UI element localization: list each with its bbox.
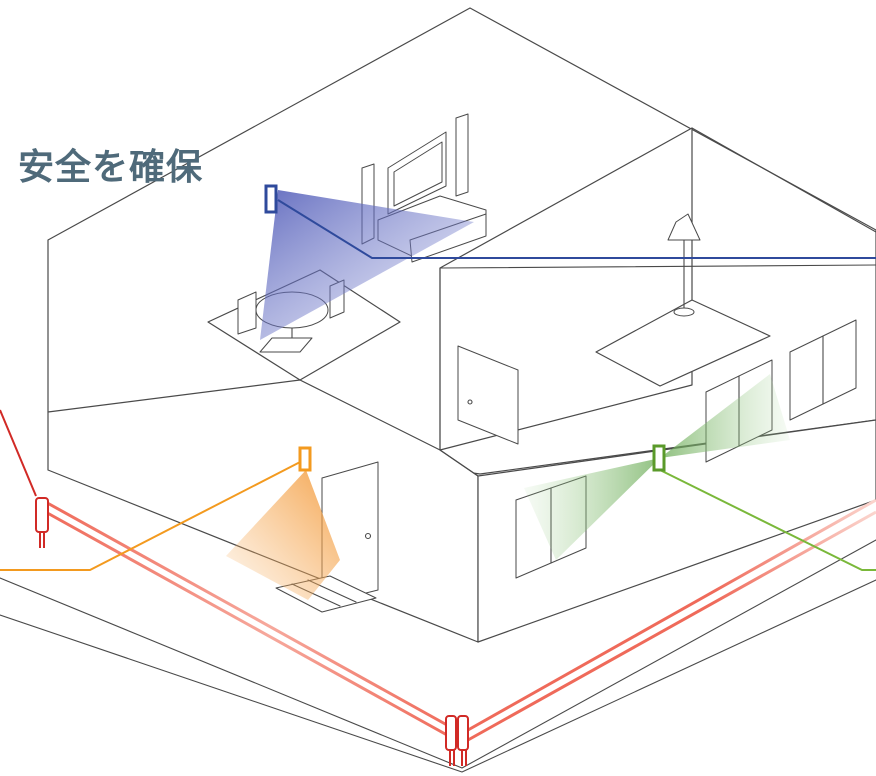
entrance-sensor-coverage bbox=[226, 470, 340, 600]
inner-door bbox=[457, 345, 519, 445]
window-sensor-icon bbox=[652, 444, 666, 472]
window-sensor-coverage-right bbox=[660, 374, 790, 458]
ground-lines bbox=[0, 539, 876, 773]
page-title: 安全を確保 bbox=[18, 147, 204, 188]
beam-post-corner-icon bbox=[445, 715, 469, 766]
indoor-sensor-line bbox=[277, 199, 876, 259]
indoor-sensor-coverage bbox=[260, 190, 474, 340]
indoor-motion-sensor-icon bbox=[264, 184, 278, 214]
entrance-sensor-icon bbox=[298, 446, 312, 472]
beam-post-left-icon bbox=[35, 497, 49, 548]
window-sensor-coverage-left bbox=[524, 458, 660, 560]
right-room-floor bbox=[595, 299, 771, 387]
infrared-beam-lines bbox=[41, 498, 876, 742]
window-sensor-line bbox=[659, 469, 876, 571]
house-shell bbox=[47, 7, 876, 643]
entrance-sensor-line bbox=[0, 459, 305, 571]
beam-sensor-line bbox=[0, 409, 37, 497]
floor-lamp bbox=[667, 213, 701, 317]
